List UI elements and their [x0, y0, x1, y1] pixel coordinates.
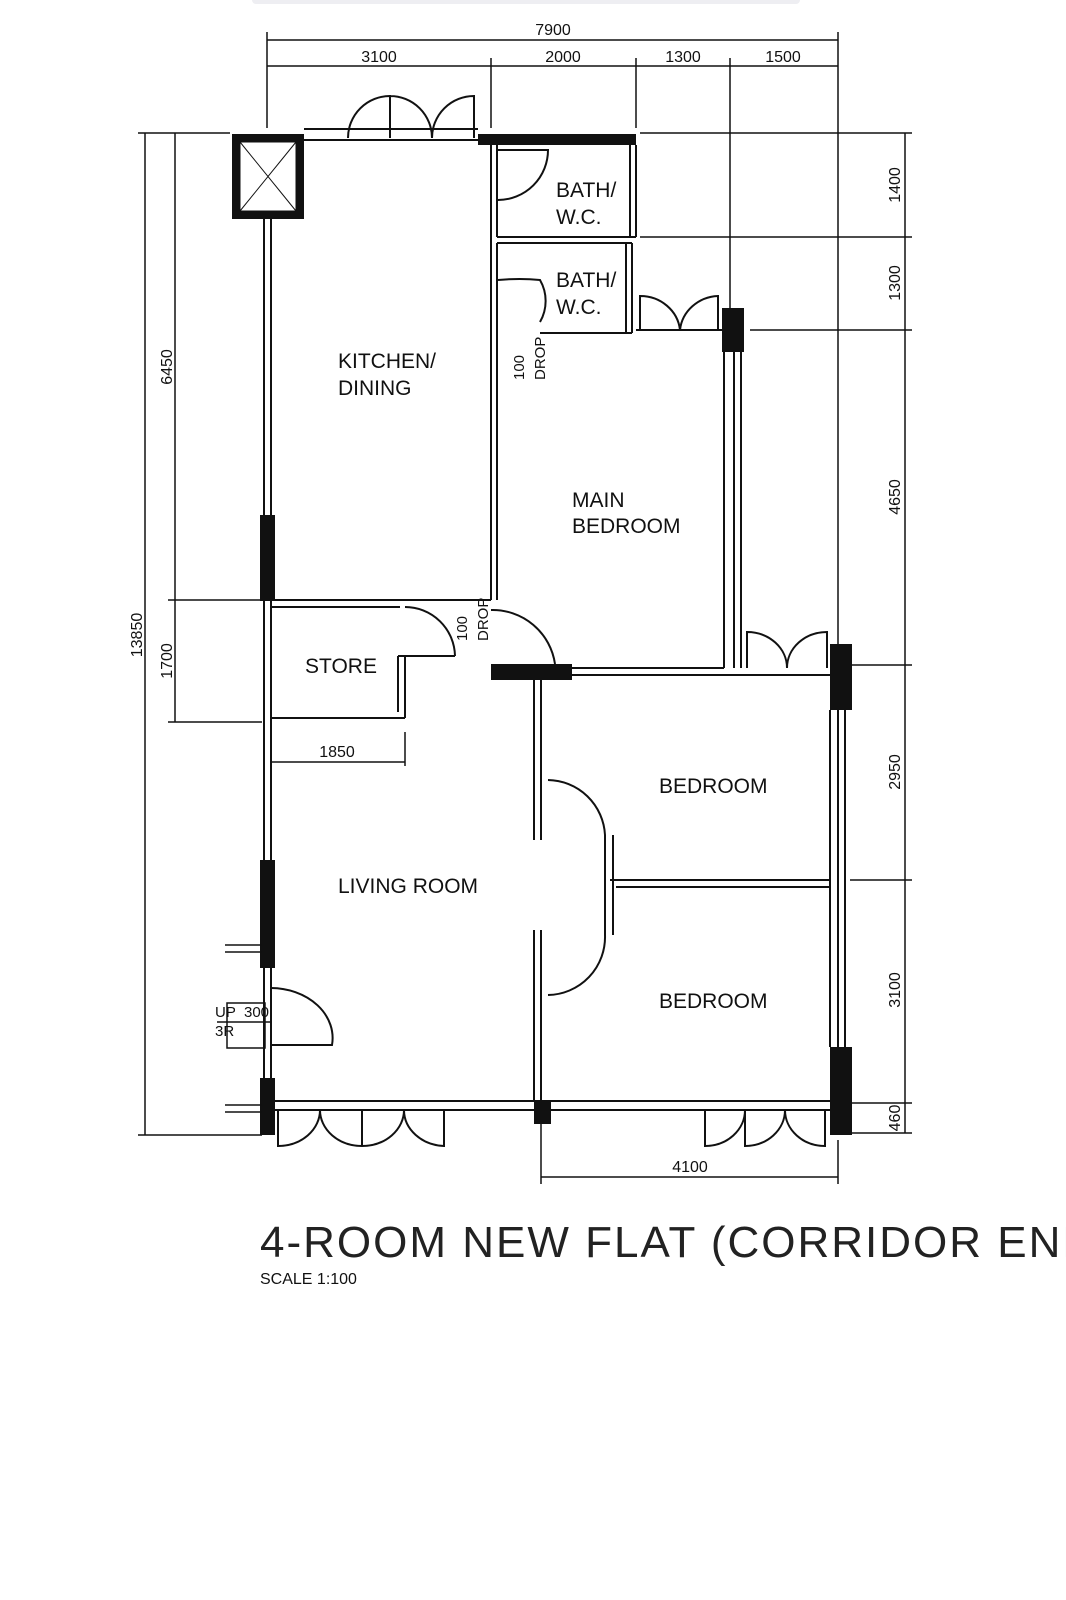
room-kitchen: KITCHEN/ [338, 350, 436, 373]
room-bedroom-2: BEDROOM [659, 990, 768, 1013]
drop-note-1-b: DROP [532, 337, 549, 380]
dim-top-4: 1500 [765, 49, 801, 66]
dim-overall-depth: 13850 [129, 613, 146, 658]
room-kitchen-line2: DINING [338, 377, 412, 400]
room-main-bedroom-line2: BEDROOM [572, 515, 681, 538]
dim-right-1: 1400 [887, 167, 904, 203]
drop-note-2: 100 [454, 616, 471, 641]
walls [232, 128, 852, 1135]
room-bath2: BATH/ [556, 269, 616, 292]
drop-note-1: 100 [511, 355, 528, 380]
dim-overall-width: 7900 [535, 22, 571, 39]
dim-store-width: 1850 [319, 744, 355, 761]
dim-right-4: 2950 [887, 754, 904, 790]
dim-top-1: 3100 [361, 49, 397, 66]
dim-top-2: 2000 [545, 49, 581, 66]
dim-top-3: 1300 [665, 49, 701, 66]
dim-left-2: 1700 [159, 643, 176, 679]
room-labels: BATH/ W.C. BATH/ W.C. KITCHEN/ DINING MA… [305, 179, 768, 1013]
drop-note-2-b: DROP [475, 598, 492, 641]
plan-title: 4-ROOM NEW FLAT (CORRIDOR END) [260, 1218, 1066, 1267]
top-bar [252, 0, 800, 4]
room-living: LIVING ROOM [338, 875, 478, 898]
other-dimensions: 4100 1850 [270, 732, 839, 1184]
top-dimensions: 7900 3100 2000 1300 1500 [266, 22, 839, 645]
room-main-bedroom: MAIN [572, 489, 625, 512]
dim-right-2: 1300 [887, 265, 904, 301]
left-dimensions: 13850 6450 1700 [129, 132, 262, 1136]
dim-right-3: 4650 [887, 479, 904, 515]
doors [217, 94, 828, 1148]
dim-right-5: 3100 [887, 972, 904, 1008]
dim-right-6: 460 [887, 1105, 904, 1132]
room-bath1: BATH/ [556, 179, 616, 202]
plan-scale: SCALE 1:100 [260, 1271, 357, 1288]
dim-bottom: 4100 [672, 1159, 708, 1176]
stair-riser-height: 300 [244, 1004, 269, 1021]
stair-up: UP [215, 1004, 236, 1021]
room-bath1-line2: W.C. [556, 206, 602, 229]
dim-left-1: 6450 [159, 349, 176, 385]
room-bedroom-1: BEDROOM [659, 775, 768, 798]
stair-risers: 3R [215, 1023, 234, 1040]
room-bath2-line2: W.C. [556, 296, 602, 319]
notes: 100 DROP 100 DROP UP 300 3R [215, 337, 549, 1040]
right-dimensions: 1400 1300 4650 2950 3100 460 [640, 132, 912, 1134]
room-store: STORE [305, 655, 377, 678]
